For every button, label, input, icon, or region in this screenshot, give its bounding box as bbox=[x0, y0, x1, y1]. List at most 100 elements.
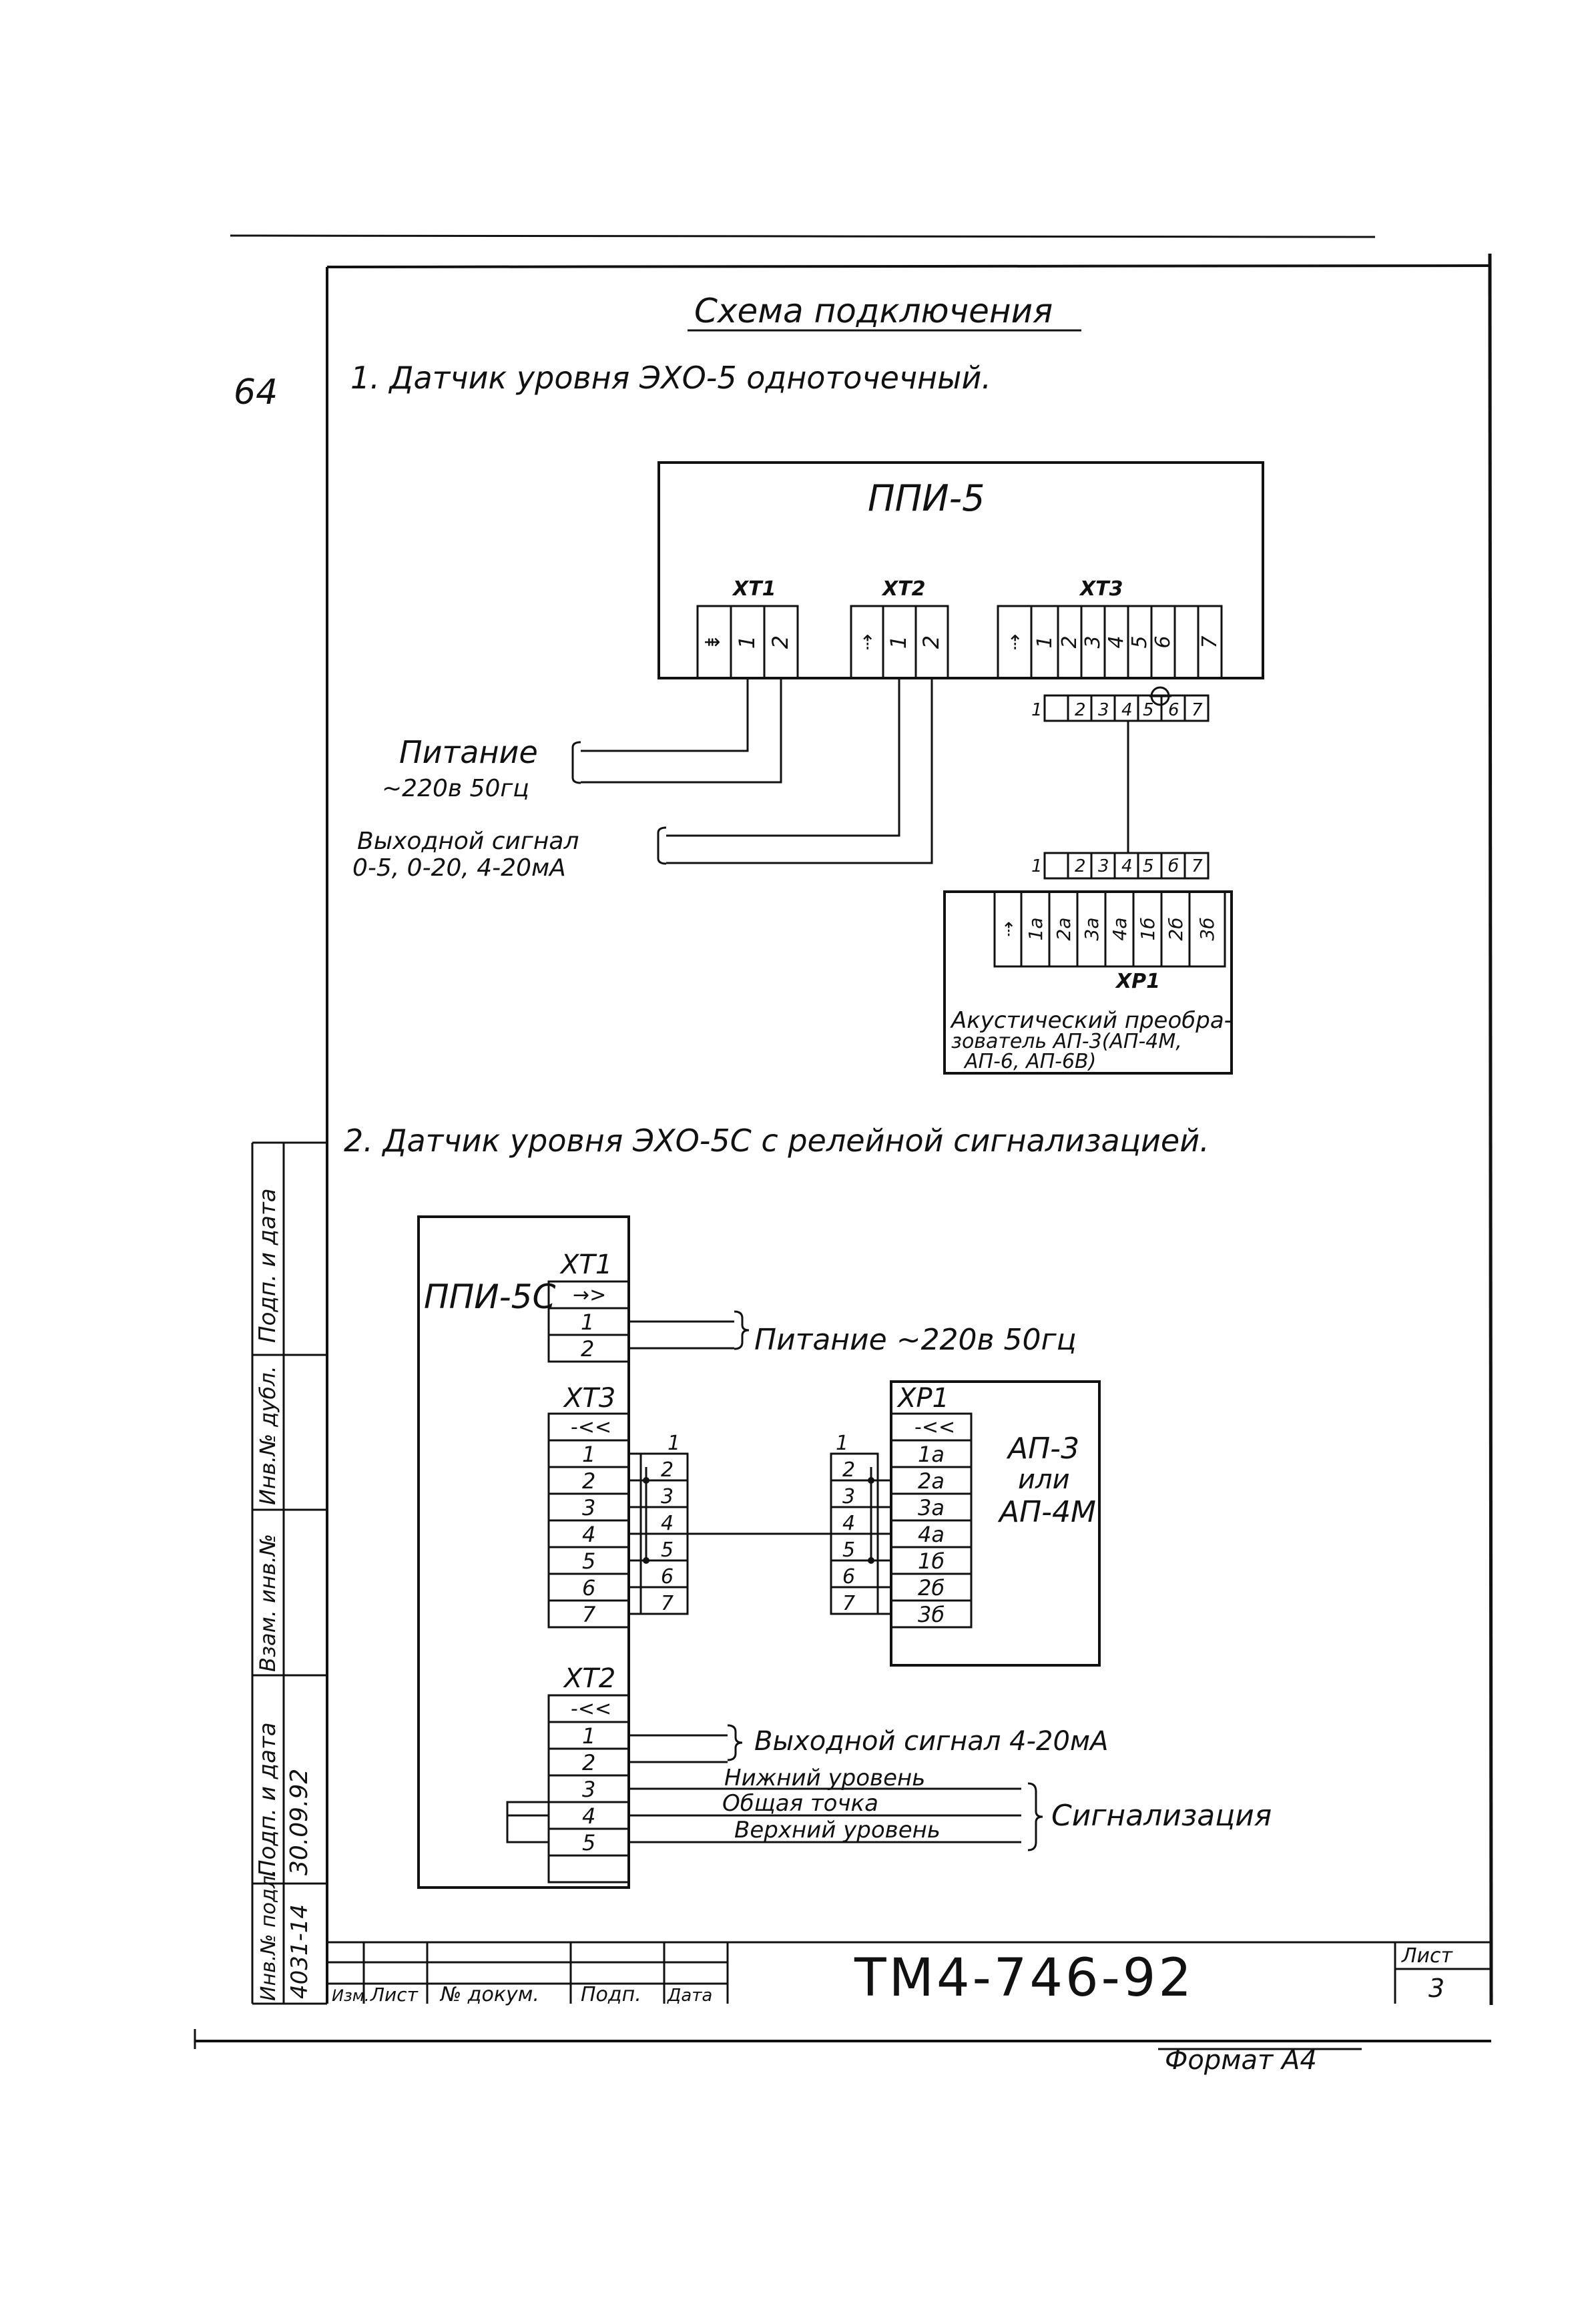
s1-power-label: Питание bbox=[399, 734, 538, 770]
s1-transducer-caption: зователь АП-3(АП-4М, bbox=[951, 1030, 1182, 1053]
s2-cable-left-pin: 4 bbox=[661, 1512, 674, 1535]
format-label: Формат А4 bbox=[1165, 2045, 1317, 2076]
s2-xp1-block: XP1 -<< 1а 2а 3а 4а 1б 2б 3б АП-3 или АП… bbox=[890, 1380, 1101, 1667]
s2-cable-right-pin: 6 bbox=[842, 1565, 855, 1589]
ppi5c-label: ППИ-5С bbox=[424, 1277, 555, 1316]
s2-cable-right-pin: 3 bbox=[842, 1485, 855, 1508]
s2-cable-left-pin: 1 bbox=[668, 1432, 680, 1455]
s1-xt1-pin: ⇟ bbox=[702, 633, 725, 650]
s2-xt3-pin: 7 bbox=[582, 1602, 596, 1627]
stamp-handwritten-date: 30.09.92 bbox=[286, 1769, 313, 1876]
s1-signal-value: 0-5, 0-20, 4-20мА bbox=[352, 854, 566, 882]
ppi5-box bbox=[657, 461, 1264, 679]
s1-xt3-pin: 6 bbox=[1151, 635, 1175, 648]
s1-cable-upper-pin: 3 bbox=[1098, 700, 1109, 720]
s1-signal-label: Выходной сигнал bbox=[357, 828, 579, 855]
s1-xt2-label: XT2 bbox=[881, 577, 925, 601]
s2-transducer-line: АП-4М bbox=[997, 1495, 1096, 1529]
s1-xt3-block: XT3 ⇢ 1 2 3 4 5 6 7 bbox=[997, 577, 1223, 679]
s2-xt2-block: XT2 -<< 1 2 3 4 5 bbox=[547, 1663, 630, 1884]
s2-xt3-pin: -<< bbox=[571, 1416, 611, 1439]
s1-xt3-pin: 3 bbox=[1081, 635, 1105, 648]
tb-header: № докум. bbox=[439, 1983, 539, 2006]
s2-xp1-pin: 1б bbox=[918, 1548, 945, 1574]
s2-power-wires bbox=[629, 1310, 750, 1350]
stamp-label: Инв.№ дубл. bbox=[255, 1366, 280, 1505]
s2-cable-right-pin: 7 bbox=[842, 1592, 855, 1615]
s2-xt1-pin: 1 bbox=[581, 1310, 594, 1335]
s1-xp1-block: ⇢ 1а 2а 3а 4а 1б 2б 3б XP1 Акустический … bbox=[943, 890, 1233, 1075]
s2-xp1-label: XP1 bbox=[896, 1383, 949, 1414]
sheet-frame bbox=[194, 234, 1493, 2049]
s2-cable-left: 1 2 3 4 5 6 7 bbox=[629, 1432, 689, 1615]
s1-cable-upper-pin: 5 bbox=[1143, 700, 1154, 720]
ppi5-device: ППИ-5 bbox=[657, 461, 1264, 679]
s1-cable-upper-pin: 6 bbox=[1168, 700, 1179, 720]
s2-high-level: Верхний уровень bbox=[734, 1817, 941, 1843]
s1-cable-upper-pin: 1 bbox=[1031, 700, 1043, 720]
s2-cable-left-pin: 7 bbox=[661, 1592, 674, 1615]
tb-header: Подп. bbox=[581, 1983, 641, 2006]
s2-xp1-pin: 4а bbox=[918, 1522, 945, 1547]
s1-cable-lower-pin: 1 bbox=[1031, 856, 1043, 876]
s1-xp1-pin: 3а bbox=[1081, 918, 1103, 941]
s2-xt1-block: XT1 →> 1 2 bbox=[547, 1249, 630, 1363]
s2-cable-left-pin: 3 bbox=[661, 1485, 674, 1508]
s1-xt3-pin: 1 bbox=[1033, 635, 1057, 648]
s2-xt3-label: XT3 bbox=[563, 1383, 615, 1414]
s1-cable-lower-pin: 3 bbox=[1098, 856, 1109, 876]
s1-xt3-pin: 4 bbox=[1105, 635, 1128, 648]
s2-alarm-label: Сигнализация bbox=[1051, 1799, 1272, 1833]
stamp-label: Инв.№ подл. bbox=[257, 1870, 280, 2001]
s1-cable-upper-pin: 7 bbox=[1191, 700, 1203, 720]
s2-xt2-pin: 3 bbox=[582, 1777, 595, 1802]
s1-cable-lower-pin: б bbox=[1168, 856, 1179, 876]
s1-cable-lower-pin: 7 bbox=[1191, 856, 1203, 876]
ppi5-label: ППИ-5 bbox=[868, 477, 985, 519]
s2-xp1-pin: 1а bbox=[918, 1442, 945, 1467]
s2-xp1-pin: 3а bbox=[918, 1495, 945, 1520]
s2-xt3-block: XT3 -<< 1 2 3 4 5 6 7 bbox=[547, 1383, 630, 1629]
s1-xt2-pin: 2 bbox=[918, 635, 944, 649]
s2-cable-right-pin: 5 bbox=[842, 1538, 855, 1562]
s2-cable-right-pin: 2 bbox=[842, 1458, 855, 1482]
tb-header: Лист bbox=[370, 1984, 419, 2006]
s2-cable-right-pin: 1 bbox=[836, 1432, 848, 1455]
s2-xt3-pin: 1 bbox=[582, 1442, 595, 1467]
s1-xt3-pin: 7 bbox=[1198, 635, 1222, 648]
stamp-label: Взам. инв.№ bbox=[255, 1534, 280, 1672]
tb-sheet-number: 3 bbox=[1428, 1974, 1444, 2003]
ppi5c-box bbox=[417, 1215, 630, 1889]
s2-transducer-line: или bbox=[1018, 1464, 1070, 1495]
s2-xt3-pin: 2 bbox=[582, 1468, 595, 1494]
s2-xt1-label: XT1 bbox=[559, 1249, 612, 1280]
s1-xt1-pin: 1 bbox=[734, 635, 760, 649]
tb-header: Дата bbox=[667, 1986, 712, 2006]
s1-xp1-pin: 2б bbox=[1165, 917, 1187, 940]
s1-transducer-caption: Акустический преобра- bbox=[950, 1007, 1232, 1034]
s1-xp1-pin: 3б bbox=[1196, 917, 1218, 940]
margin-note: 64 bbox=[234, 372, 278, 412]
s1-xt1-block: XT1 ⇟ 1 2 bbox=[696, 577, 799, 679]
s2-cable-left-pin: 2 bbox=[661, 1458, 674, 1482]
side-stamp: Подп. и дата Инв.№ дубл. Взам. инв.№ Под… bbox=[251, 1141, 327, 2005]
s1-cable-lower-pin: 2 bbox=[1075, 856, 1086, 876]
s2-xt2-pin: 2 bbox=[582, 1750, 595, 1775]
s2-common-point: Общая точка bbox=[722, 1790, 878, 1817]
s2-cable-right-pin: 4 bbox=[842, 1512, 855, 1535]
section1-heading: 1. Датчик уровня ЭХО-5 одноточечный. bbox=[350, 360, 991, 396]
tb-header: Изм. bbox=[332, 1986, 369, 2005]
s1-xt3-label: XT3 bbox=[1079, 577, 1123, 601]
s1-cable-lower-pin: 5 bbox=[1143, 856, 1154, 876]
s1-xt3-pin: 5 bbox=[1128, 635, 1151, 648]
s1-cable-lower-pin: 4 bbox=[1121, 856, 1133, 876]
s2-cable-left-pin: 6 bbox=[661, 1565, 674, 1589]
s2-xt2-pin: 5 bbox=[582, 1830, 595, 1855]
s1-xp1-label: XP1 bbox=[1115, 970, 1160, 993]
s1-xt3-pin: 2 bbox=[1058, 635, 1081, 648]
tb-designation: ТМ4-746-92 bbox=[854, 1948, 1194, 2008]
s1-xp1-pin: 4а bbox=[1109, 918, 1131, 941]
s1-xt1-label: XT1 bbox=[732, 577, 776, 601]
s1-xt2-pin: ⇢ bbox=[856, 633, 879, 650]
